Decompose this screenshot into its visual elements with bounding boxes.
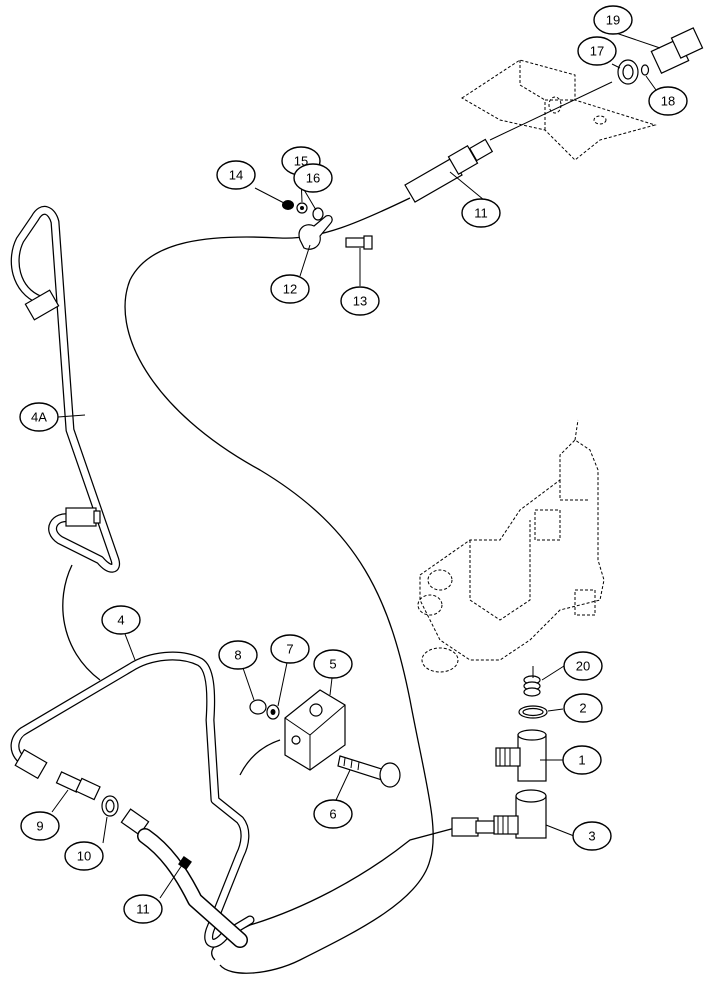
svg-text:10: 10 [77,849,91,864]
svg-text:17: 17 [590,44,604,59]
callout-7: 7 [270,634,310,664]
leader-lines [51,31,661,899]
spring-20 [523,675,541,697]
callout-11-lower: 11 [123,894,163,924]
svg-text:16: 16 [306,171,320,186]
tee-1 [495,729,547,782]
callout-2: 2 [563,693,603,723]
hose-end-11-upper [404,81,613,203]
hose-arc-fragment [239,739,281,776]
svg-text:19: 19 [606,13,620,28]
leader-20 [541,665,565,681]
fitting-9 [55,771,101,801]
callout-11-upper: 11 [461,198,501,228]
svg-text:11: 11 [474,206,488,221]
washer-10 [101,795,119,817]
nut-14 [282,200,294,210]
svg-text:14: 14 [229,168,243,183]
callout-5: 5 [313,649,353,679]
fitting-19 [650,27,704,75]
callout-3: 3 [572,821,612,851]
nut-8 [249,699,267,715]
hose-loop-left [62,564,101,681]
svg-text:4A: 4A [31,410,47,425]
callout-13: 13 [340,286,380,316]
svg-text:13: 13 [353,294,367,309]
callout-10: 10 [64,841,104,871]
clamp-12 [298,215,333,250]
bolt-6 [337,755,401,788]
oring-2 [518,705,548,719]
hose-end-connector [451,817,495,837]
callout-18: 18 [648,86,688,116]
washer-15 [296,202,308,214]
callout-12: 12 [270,274,310,304]
washer-7 [266,704,280,720]
callout-20: 20 [563,651,603,681]
block-5 [284,689,346,771]
callout-6: 6 [313,799,353,829]
callout-4a: 4A [19,402,59,432]
svg-text:12: 12 [283,282,297,297]
svg-text:5: 5 [329,657,336,672]
callout-19: 19 [593,5,633,35]
svg-text:18: 18 [661,94,675,109]
elbow-3 [493,789,547,839]
svg-text:4: 4 [117,613,124,628]
oring-18 [640,64,650,76]
callout-8: 8 [218,640,258,670]
control-valve [417,419,605,673]
svg-text:6: 6 [329,807,336,822]
tube-4a [10,205,121,573]
washer-16 [312,207,324,221]
tube-4 [10,651,255,948]
svg-text:9: 9 [36,819,43,834]
svg-text:8: 8 [234,648,241,663]
svg-text:2: 2 [579,701,586,716]
svg-text:11: 11 [136,902,150,917]
svg-text:3: 3 [588,829,595,844]
svg-text:20: 20 [576,659,590,674]
mounting-bracket [461,59,657,161]
callout-9: 9 [20,811,60,841]
svg-text:1: 1 [578,753,585,768]
nut-17 [617,59,639,85]
callout-17: 17 [577,36,617,66]
bolt-13 [345,235,373,250]
callout-1: 1 [562,745,602,775]
callout-14: 14 [216,160,256,190]
svg-text:7: 7 [286,642,293,657]
callout-4: 4 [101,605,141,635]
callout-16: 16 [293,163,333,193]
